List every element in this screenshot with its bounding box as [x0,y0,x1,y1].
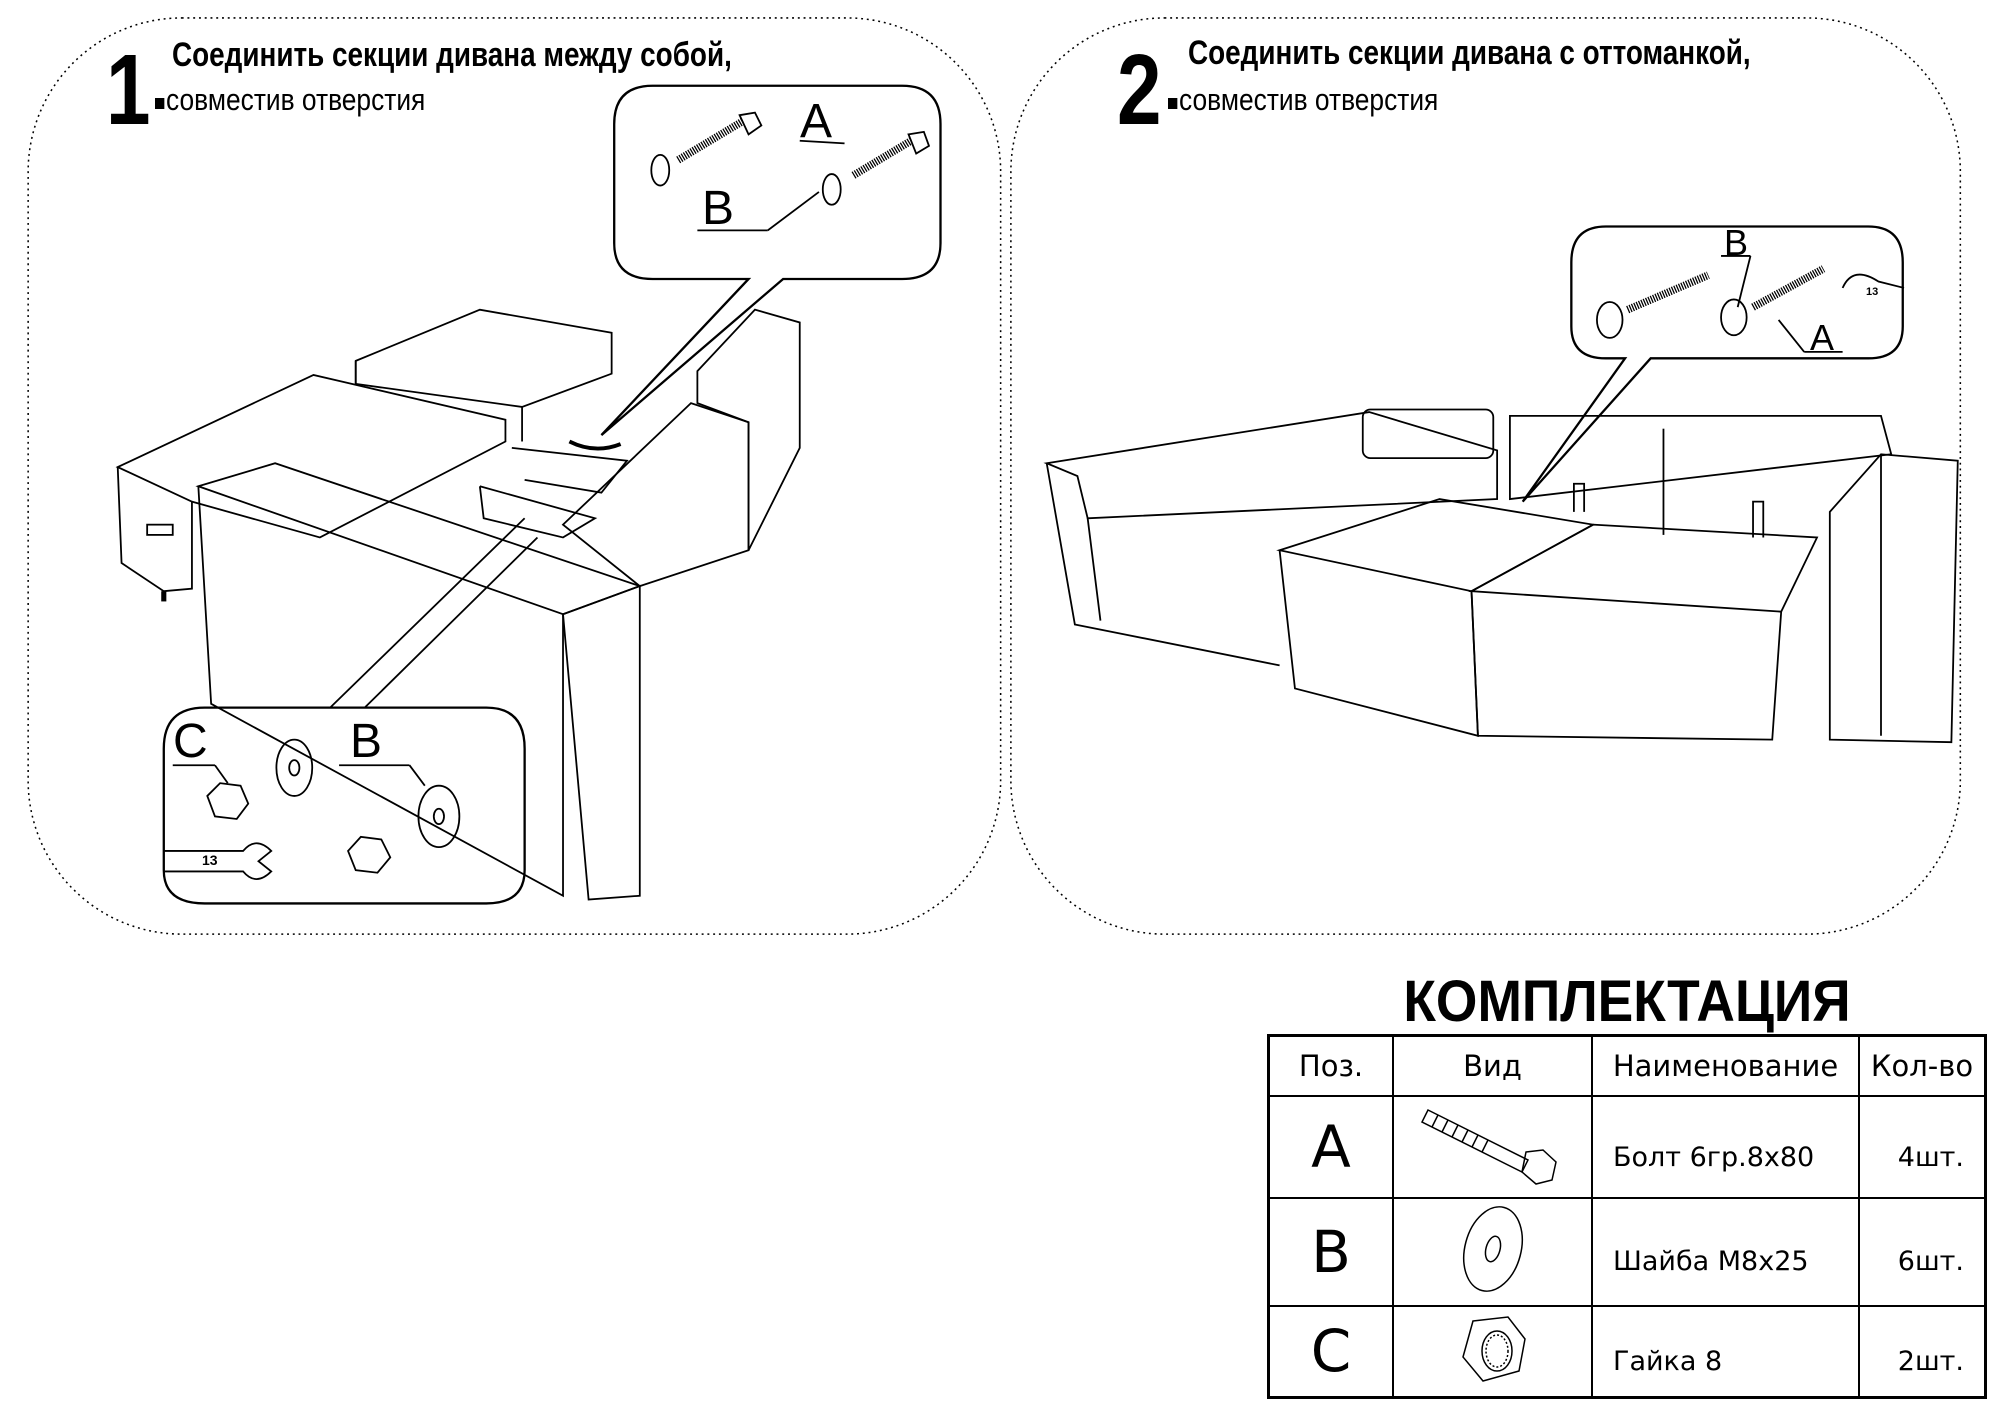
table-header-row: Поз. Вид Наименование Кол-во [1267,1034,1987,1097]
header-name: Наименование [1591,1034,1860,1097]
table-row: A Болт 6гр.8x80 4шт. [1267,1094,1987,1200]
label-b: B [1724,222,1749,263]
label-b: B [350,715,383,768]
row-pos: C [1267,1304,1394,1399]
label-b: B [702,182,735,235]
header-view: Вид [1392,1034,1593,1097]
row-name: Болт 6гр.8x80 [1591,1094,1860,1200]
step-2-number: 2 [1117,34,1162,146]
step-2-heading: Соединить секции дивана с оттоманкой, [1188,34,1751,72]
kit-table: Поз. Вид Наименование Кол-во A Болт 6гр.… [1267,1034,1987,1399]
callout-step2 [1521,225,1905,503]
header-qty: Кол-во [1858,1034,1987,1097]
row-pos: A [1267,1094,1394,1200]
nut-icon [1461,1316,1526,1383]
table-row: B Шайба М8x25 6шт. [1267,1197,1987,1307]
step-1-subtext: совместив отверстия [155,82,425,118]
washer-icon [1462,1206,1523,1293]
row-name: Гайка 8 [1591,1304,1860,1399]
wrench-size: 13 [1866,286,1879,298]
wrench-size: 13 [202,852,218,868]
bolt-icon [1420,1109,1557,1185]
row-qty: 4шт. [1858,1094,1987,1200]
row-view [1392,1304,1593,1399]
table-row: C Гайка 8 2шт. [1267,1304,1987,1399]
step-2-subtext: совместив отверстия [1168,82,1438,118]
row-qty: 6шт. [1858,1197,1987,1307]
callout-bottom-step1 [162,517,539,905]
row-view [1392,1094,1593,1200]
row-qty: 2шт. [1858,1304,1987,1399]
step-1-number: 1 [106,34,151,146]
label-c: C [173,715,208,768]
row-view [1392,1197,1593,1307]
label-a: A [1810,317,1835,358]
kit-title: КОМПЛЕКТАЦИЯ [1403,969,1851,1034]
row-pos: B [1267,1197,1394,1307]
header-pos: Поз. [1267,1034,1394,1097]
label-a: A [800,95,833,148]
step-1-panel [27,17,1002,935]
step-2-panel [1010,17,1962,935]
row-name: Шайба М8x25 [1591,1197,1860,1307]
sofa-sections-drawing [115,308,801,901]
step-1-heading: Соединить секции дивана между собой, [172,36,732,74]
callout-top-step1 [600,84,942,436]
sofa-ottoman-drawing [1043,408,1959,744]
